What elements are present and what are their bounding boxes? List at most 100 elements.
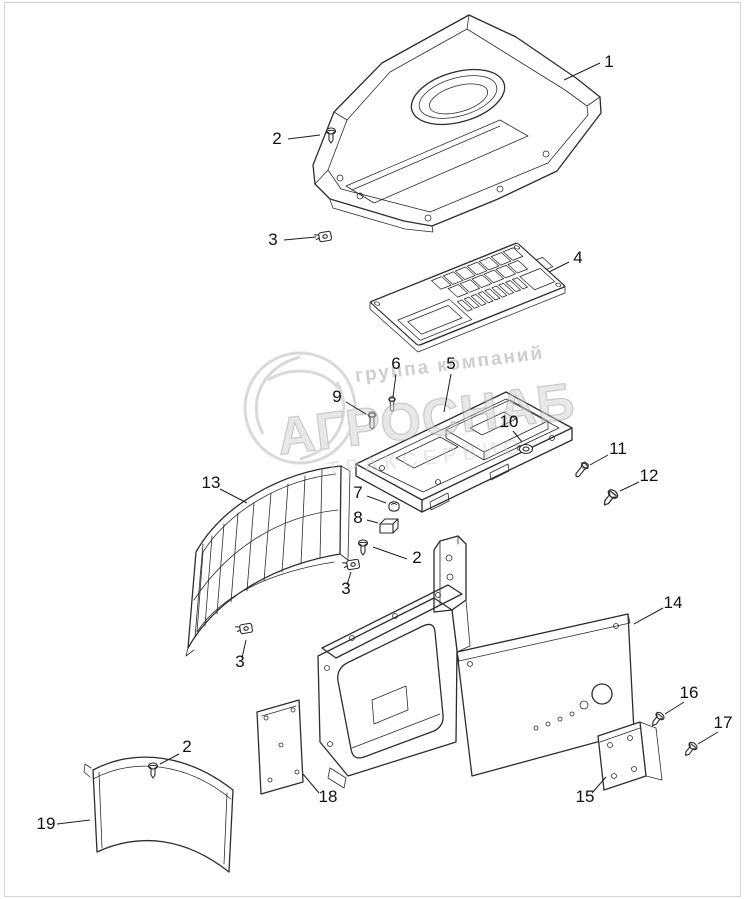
- side-panel-top-fold: [456, 613, 631, 662]
- leader-line-8: [366, 519, 379, 524]
- callout-13: 13: [202, 473, 221, 492]
- tray-hole: [549, 435, 555, 441]
- callout-9: 9: [332, 387, 341, 406]
- hood-instrument-opening: [410, 68, 506, 126]
- callout-15: 15: [576, 787, 595, 806]
- leader-line-13: [219, 488, 248, 504]
- fuse-strip: [456, 277, 529, 312]
- clip-fastener-mid: [341, 558, 361, 572]
- leader-line-4: [548, 261, 570, 273]
- front-panel: [83, 756, 234, 873]
- upright-inner-lines: [439, 535, 459, 605]
- plate-hole: [294, 769, 300, 775]
- board-face: [370, 242, 566, 346]
- leader-line-17: [697, 731, 719, 745]
- callout-2-top: 2: [272, 129, 281, 148]
- hood-bolt-hole: [424, 214, 432, 222]
- fuse: [484, 288, 501, 301]
- watermark: группа компаний АГРОСНАБ ТРАКСЕРВИС: [243, 343, 579, 482]
- board-connector: [519, 268, 556, 291]
- side-panel: [456, 613, 635, 777]
- logo-swoosh-left: [254, 355, 301, 435]
- leader-line-2mid: [372, 546, 408, 560]
- fuse-board: [369, 242, 566, 353]
- grille-end-flange: [185, 465, 351, 657]
- front-panel-edge-lines: [98, 771, 228, 865]
- front-panel-top-fold: [92, 765, 232, 800]
- hood-bottom-lip: [329, 199, 434, 233]
- front-panel-outline: [92, 756, 234, 873]
- callout-16: 16: [680, 683, 699, 702]
- upright-hole: [446, 573, 454, 581]
- hood-bolt-hole: [336, 174, 344, 182]
- leader-line-3low: [241, 639, 247, 659]
- screw-bracket-lower: [681, 740, 699, 759]
- flange-hole: [435, 592, 441, 598]
- bolt-right: [572, 460, 591, 480]
- callout-19: 19: [37, 814, 56, 833]
- nut-fastener: [388, 501, 400, 512]
- relay-bank-row2: [447, 260, 529, 298]
- fuse: [491, 285, 508, 298]
- tray-left-cutout: [395, 436, 459, 469]
- frame-hole: [327, 741, 333, 747]
- main-frame: [317, 535, 471, 789]
- side-panel-bolt-hole: [613, 623, 619, 629]
- leader-line-12: [619, 481, 640, 492]
- bracket-hole: [611, 773, 617, 779]
- leader-line-3mid: [346, 571, 352, 586]
- grille-ribs: [194, 469, 323, 638]
- block-fastener: [379, 518, 399, 534]
- block-side: [392, 518, 399, 534]
- callout-8: 8: [353, 508, 362, 527]
- small-plate: [256, 699, 304, 795]
- leader-line-18: [302, 773, 320, 794]
- plate-hole: [278, 742, 284, 748]
- fuse: [498, 282, 515, 295]
- frame-opening: [337, 623, 444, 759]
- relay: [442, 271, 464, 285]
- logo-swoosh-right: [299, 381, 346, 461]
- front-panel-tab: [83, 763, 92, 778]
- page-border: [4, 2, 741, 897]
- watermark-logo: [243, 351, 357, 465]
- plate-hole: [267, 777, 273, 783]
- frame-left-wall: [317, 597, 458, 777]
- grille-outline: [187, 465, 342, 649]
- callout-12: 12: [640, 466, 659, 485]
- callout-17: 17: [714, 713, 733, 732]
- relay: [483, 269, 505, 284]
- screw-bracket-upper: [648, 710, 666, 729]
- tray-raised-box: [445, 399, 549, 461]
- side-panel-small-hole: [579, 700, 589, 710]
- bracket-hole: [607, 742, 613, 748]
- frame-hole: [324, 665, 330, 671]
- opening-inner-ring: [429, 83, 489, 115]
- board-hole: [513, 245, 520, 250]
- leader-line-19: [56, 819, 91, 825]
- tray-hole: [379, 465, 385, 471]
- opening-mid-ring: [418, 75, 498, 119]
- fuse: [477, 291, 494, 304]
- hood-bolt-hole: [356, 192, 364, 200]
- relay: [454, 266, 476, 280]
- fuse: [456, 299, 473, 312]
- side-panel-dot: [569, 711, 575, 717]
- board-outline: [370, 242, 566, 346]
- screw-fastener-bottom: [147, 762, 159, 779]
- fuse: [512, 277, 529, 290]
- screw-fastener-mid: [357, 539, 369, 556]
- callout-1: 1: [604, 52, 613, 71]
- hood-facet-lines: [314, 14, 601, 185]
- hood-outline: [312, 14, 602, 227]
- board-hole: [555, 282, 562, 287]
- leader-line-14: [633, 607, 664, 625]
- fuse: [470, 294, 487, 306]
- callout-18: 18: [319, 787, 338, 806]
- hood-recess-panel: [345, 119, 529, 204]
- tray-box-cutout: [469, 411, 517, 436]
- leader-lines: [56, 62, 719, 825]
- side-panel-bolt-hole: [467, 661, 473, 667]
- leader-line-1: [563, 62, 601, 81]
- plate-hole: [263, 715, 269, 721]
